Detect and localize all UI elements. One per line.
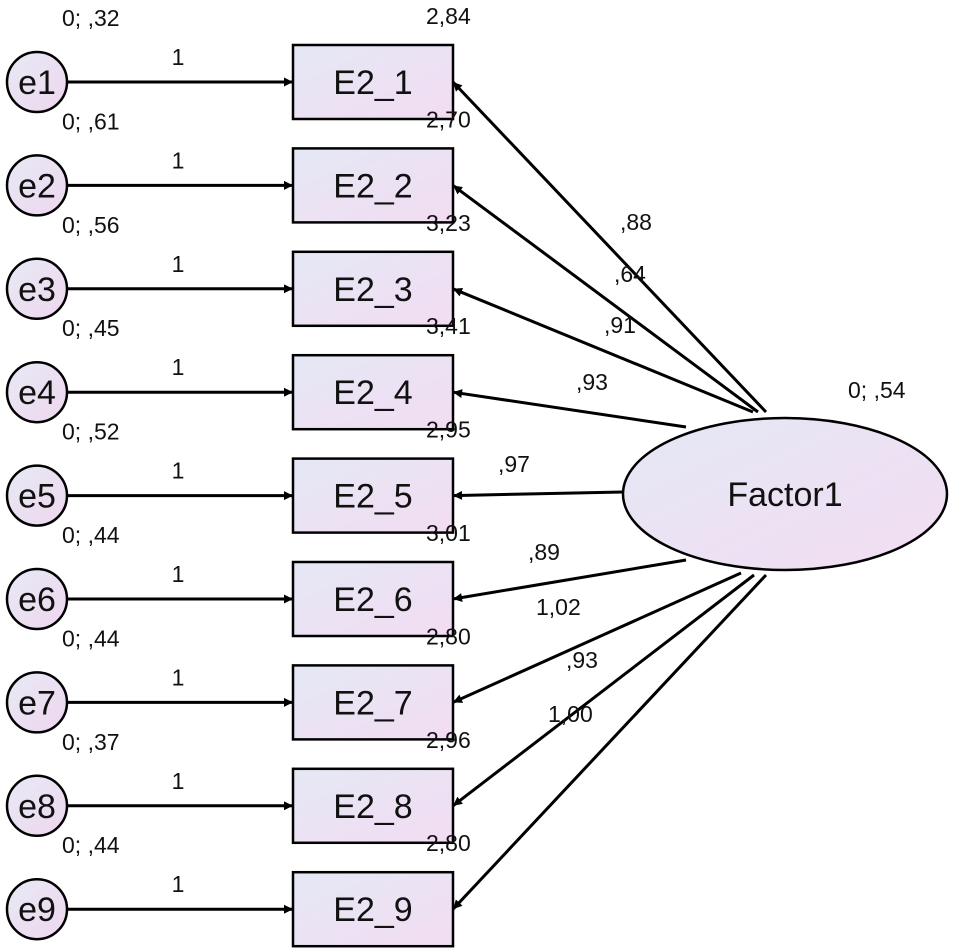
loading-path-E2_4 <box>452 389 687 429</box>
intercept-label: 2,95 <box>426 417 471 443</box>
error-variance-label: 0; ,52 <box>62 419 120 445</box>
indicator-label: E2_6 <box>333 581 412 619</box>
indicator-box-E2_2 <box>291 147 455 224</box>
path-weight-label: 1 <box>172 147 185 173</box>
error-node-e6 <box>5 567 69 631</box>
loading-path-E2_1 <box>451 80 768 414</box>
factor-loading-label: ,97 <box>498 451 530 477</box>
indicator-box-E2_6 <box>291 560 455 638</box>
error-label: e1 <box>18 64 56 102</box>
intercept-label: 3,41 <box>426 313 471 339</box>
indicator-label: E2_2 <box>333 167 412 205</box>
error-variance-label: 0; ,37 <box>62 729 120 755</box>
indicator-box-E2_5 <box>291 457 455 534</box>
loading-path-E2_3 <box>452 287 754 414</box>
error-variance-label: 0; ,61 <box>62 108 120 134</box>
factor-loading-label: ,93 <box>566 647 598 673</box>
loading-path-E2_2 <box>452 184 759 414</box>
intercept-label: 2,96 <box>426 727 471 753</box>
path-weight-label: 1 <box>172 871 185 897</box>
indicator-label: E2_9 <box>333 891 412 929</box>
error-variance-label: 0; ,32 <box>62 5 120 31</box>
error-label: e5 <box>18 478 56 516</box>
indicator-label: E2_5 <box>333 478 412 516</box>
factor-label: Factor1 <box>727 476 842 514</box>
error-node-e9 <box>5 877 69 941</box>
error-node-e1 <box>5 50 69 114</box>
error-node-e5 <box>5 464 69 527</box>
factor-variance-label: 0; ,54 <box>848 377 906 403</box>
error-node-e2 <box>5 154 69 217</box>
indicator-box-E2_9 <box>291 870 455 948</box>
error-label: e3 <box>18 271 56 309</box>
path-weight-label: 1 <box>172 768 185 794</box>
path-weight-label: 1 <box>172 44 185 70</box>
error-label: e4 <box>18 374 56 412</box>
indicator-box-E2_3 <box>291 250 455 328</box>
error-label: e6 <box>18 581 56 619</box>
factor-loading-label: ,93 <box>576 369 608 395</box>
factor-loading-label: ,88 <box>620 209 652 235</box>
factor-node <box>621 416 949 572</box>
intercept-label: 2,84 <box>426 3 471 29</box>
error-label: e2 <box>18 167 56 205</box>
error-label: e9 <box>18 891 56 929</box>
error-node-e7 <box>5 671 69 734</box>
factor-loading-label: 1,00 <box>548 701 593 727</box>
intercept-label: 2,80 <box>426 830 471 856</box>
loading-path-E2_6 <box>452 558 687 602</box>
indicator-box-E2_8 <box>291 767 455 845</box>
path-weight-label: 1 <box>172 664 185 690</box>
path-weight-label: 1 <box>172 458 185 484</box>
error-variance-label: 0; ,44 <box>62 625 120 651</box>
indicator-label: E2_7 <box>333 684 412 722</box>
error-label: e7 <box>18 684 56 722</box>
factor-loading-label: ,64 <box>614 261 646 287</box>
factor-loading-label: ,89 <box>528 539 560 565</box>
intercept-label: 2,80 <box>426 623 471 649</box>
intercept-label: 2,70 <box>426 106 471 132</box>
loading-path-E2_8 <box>452 573 755 807</box>
indicator-label: E2_4 <box>333 374 412 412</box>
error-variance-label: 0; ,45 <box>62 315 120 341</box>
factor-loading-label: ,91 <box>604 312 636 338</box>
error-node-e3 <box>5 257 69 321</box>
error-node-e8 <box>5 774 69 838</box>
indicator-label: E2_1 <box>333 64 412 102</box>
error-variance-label: 0; ,44 <box>62 522 120 548</box>
loading-path-E2_7 <box>452 571 742 704</box>
indicator-box-E2_7 <box>291 664 455 741</box>
error-label: e8 <box>18 788 56 826</box>
error-variance-label: 0; ,44 <box>62 832 120 858</box>
loading-path-E2_9 <box>451 573 768 911</box>
indicator-box-E2_4 <box>291 353 455 431</box>
error-node-e4 <box>5 360 69 424</box>
indicator-box-E2_1 <box>291 43 455 121</box>
intercept-label: 3,01 <box>426 520 471 546</box>
path-weight-label: 1 <box>172 354 185 380</box>
factor-loading-label: 1,02 <box>536 594 581 620</box>
indicator-label: E2_8 <box>333 788 412 826</box>
intercept-label: 3,23 <box>426 210 471 236</box>
indicator-label: E2_3 <box>333 271 412 309</box>
loading-path-E2_5 <box>452 490 624 500</box>
path-weight-label: 1 <box>172 251 185 277</box>
error-variance-label: 0; ,56 <box>62 212 120 238</box>
path-weight-label: 1 <box>172 561 185 587</box>
